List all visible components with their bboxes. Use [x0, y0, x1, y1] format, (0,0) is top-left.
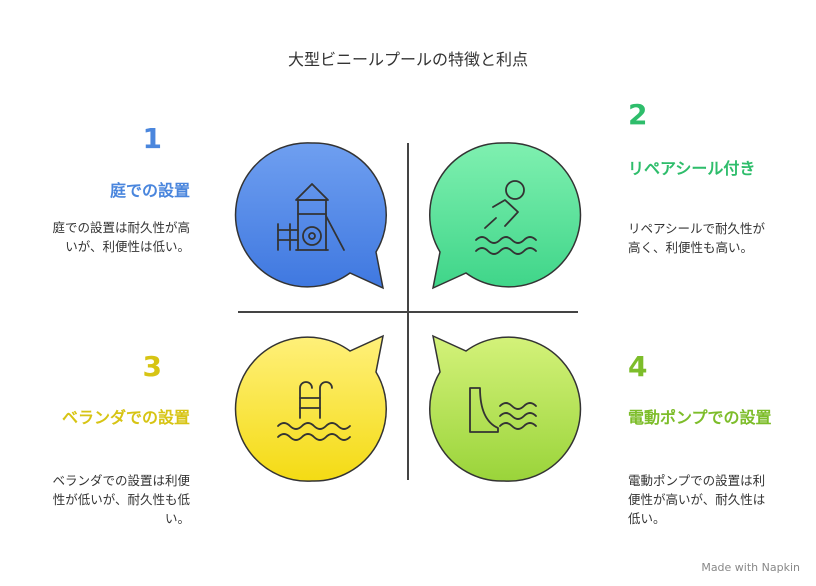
footer-text: Made with Napkin [701, 561, 800, 574]
napkin-footer[interactable]: Made with Napkin [701, 561, 800, 574]
quadrant-4-heading: 電動ポンプでの設置 [628, 408, 772, 427]
quadrant-2-heading: リペアシール付き [628, 159, 756, 178]
dam-water-icon [469, 387, 537, 433]
quadrant-2-number: 2 [628, 98, 648, 131]
bubble-2 [429, 142, 582, 290]
bubble-1 [234, 142, 387, 290]
quadrant-1-heading: 庭での設置 [109, 181, 190, 200]
bubble-4 [429, 334, 582, 482]
quadrant-3-heading: ベランダでの設置 [61, 408, 190, 427]
diagram-title: 大型ビニールプールの特徴と利点 [287, 50, 528, 69]
quadrant-4-description: 電動ポンプでの設置は利便性が高いが、耐久性は低い。 [628, 473, 766, 526]
quadrant-1-number: 1 [142, 122, 162, 155]
quadrant-2-description: リペアシールで耐久性が高く、利便性も高い。 [628, 221, 766, 255]
quadrant-4-number: 4 [628, 350, 648, 383]
quadrant-1-description: 庭での設置は耐久性が高いが、利便性は低い。 [52, 220, 190, 254]
swimmer-icon [475, 180, 537, 255]
playground-icon [277, 183, 345, 251]
quadrant-3-number: 3 [142, 350, 162, 383]
pool-ladder-icon [277, 381, 351, 441]
quadrant-3-description: ベランダでの設置は利便性が低いが、耐久性も低い。 [52, 473, 190, 526]
